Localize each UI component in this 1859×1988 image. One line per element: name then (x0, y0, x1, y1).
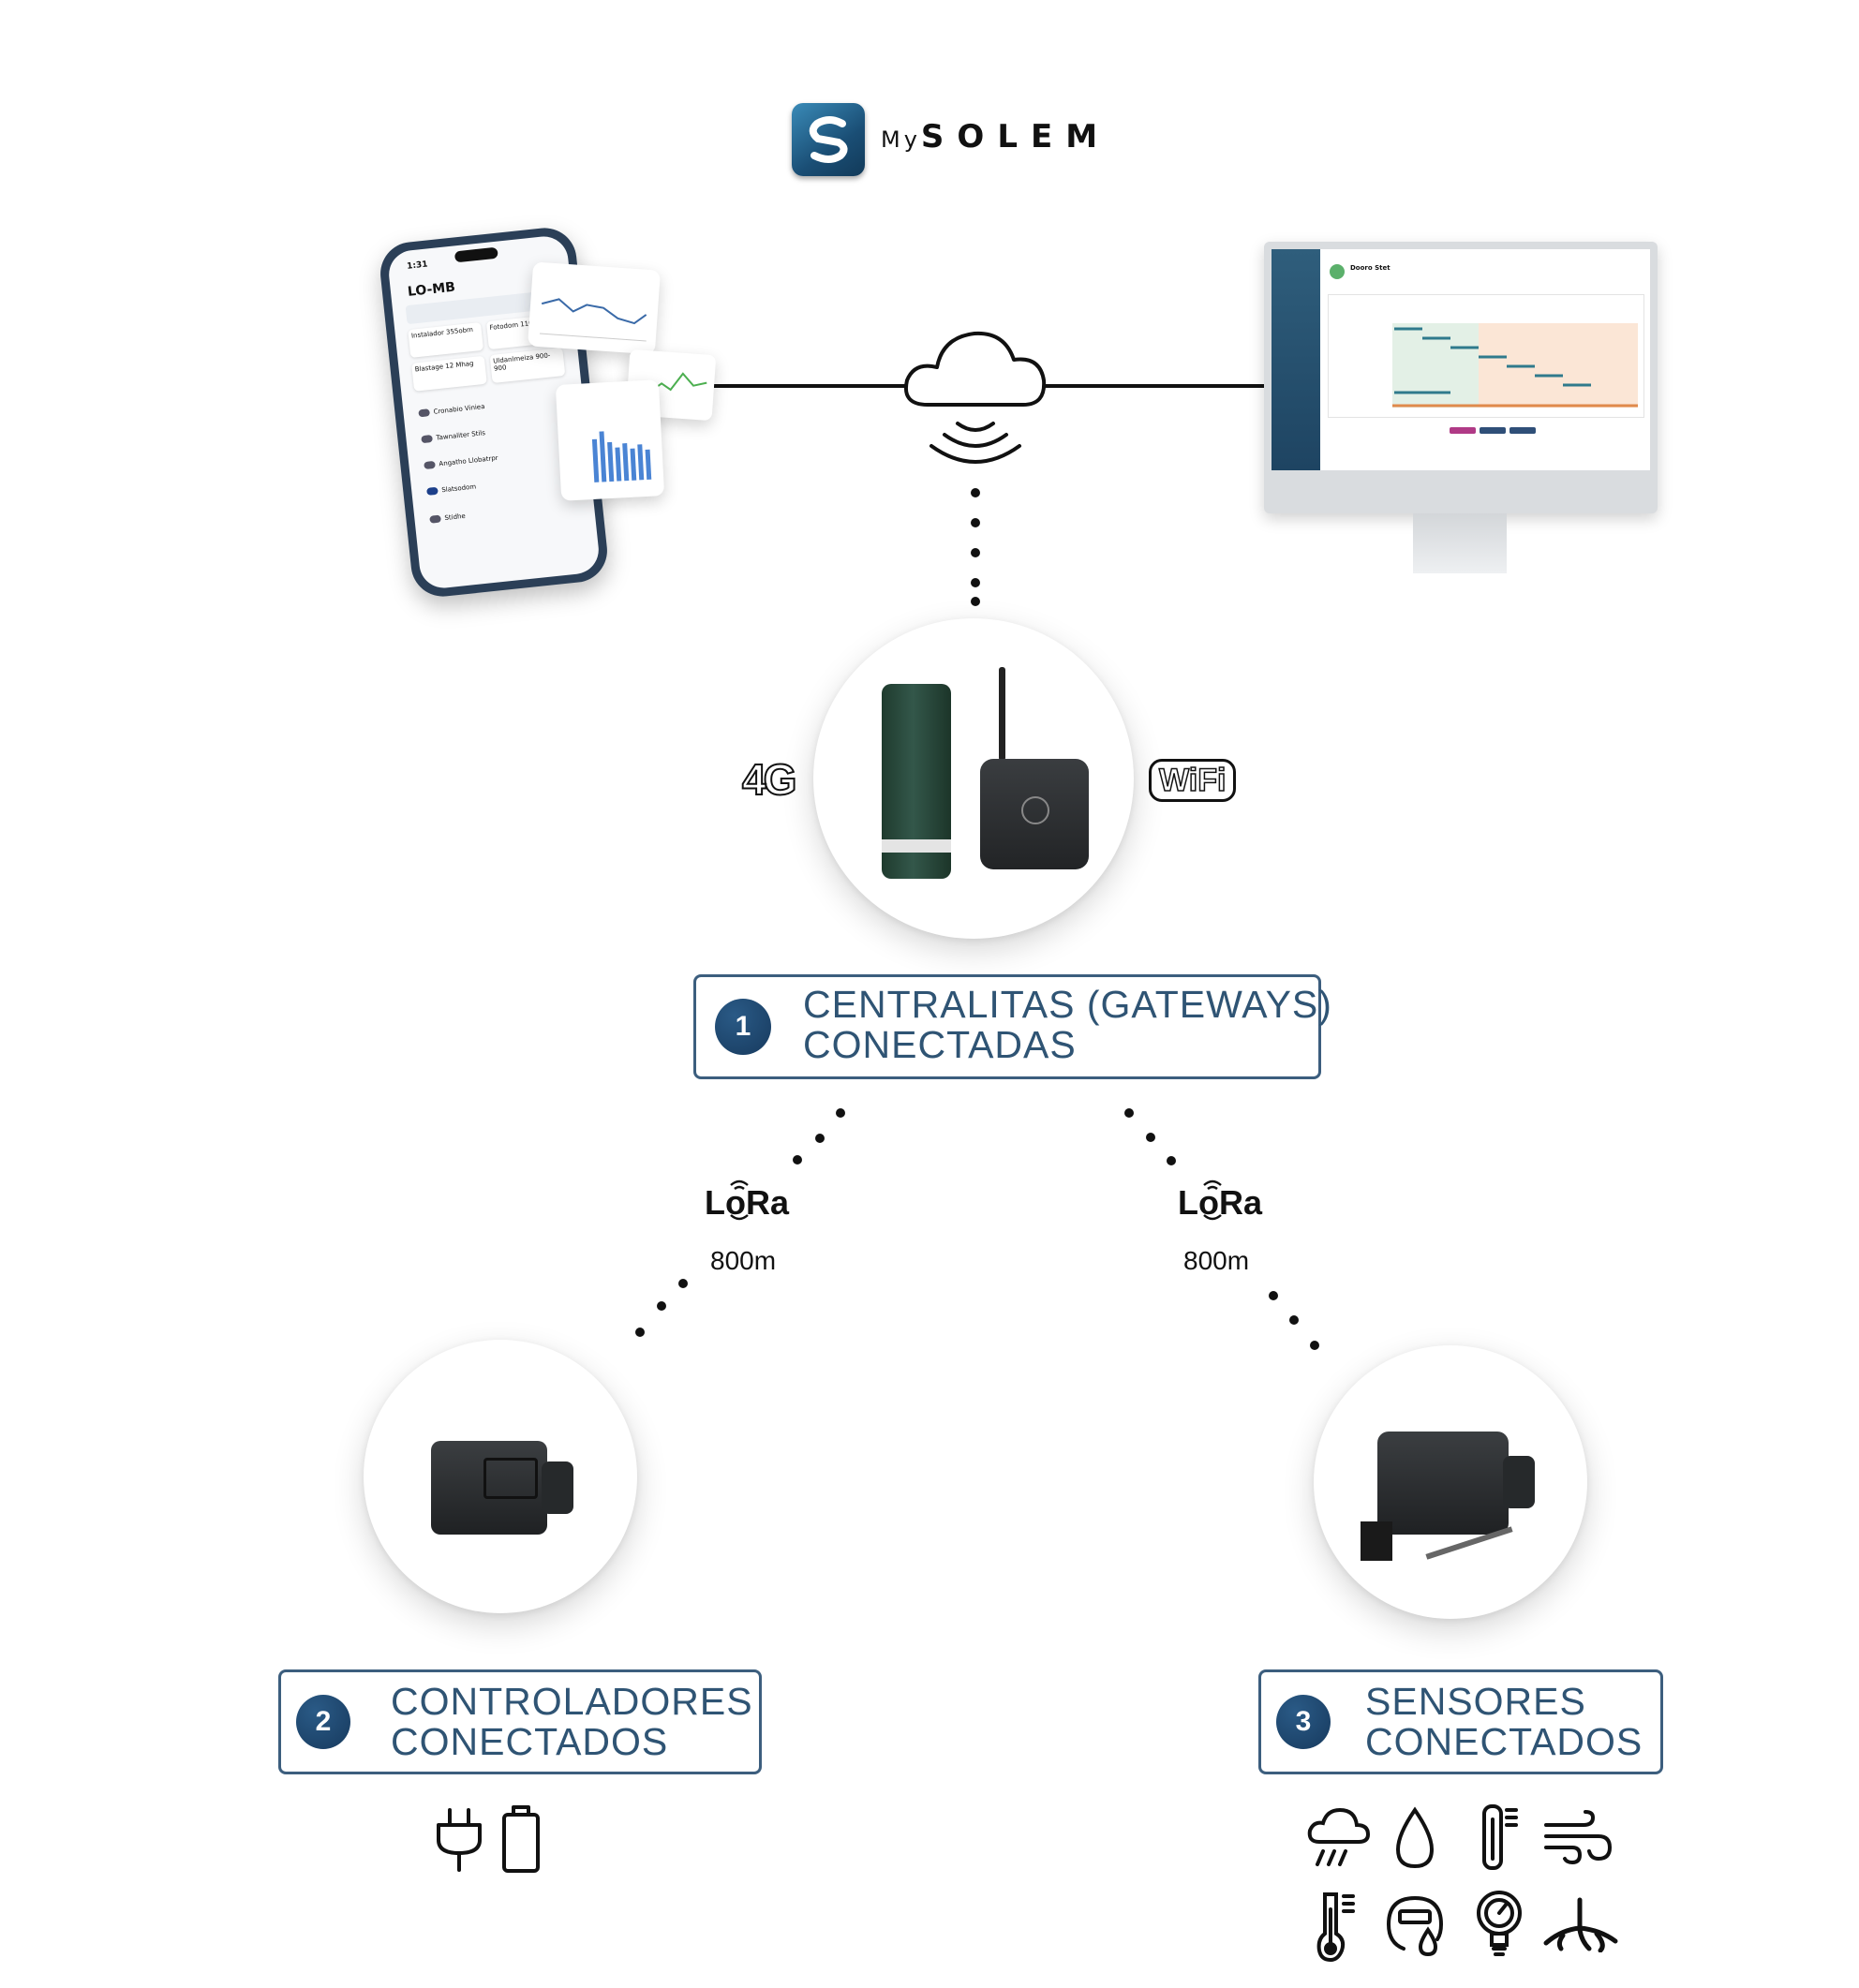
device-band (882, 839, 951, 853)
lora-range-left: 800m (710, 1246, 777, 1275)
phone-card[interactable]: Uldanlmeiza 900-900 (489, 347, 566, 383)
sensors-label-line1: SENSORES (1365, 1680, 1586, 1723)
wifi-antenna (999, 667, 1005, 761)
soil-root-icon (1543, 1897, 1618, 1952)
signal-waves-icon (930, 422, 1021, 464)
desktop-button[interactable] (1480, 427, 1506, 434)
lora-signal-icon (1203, 1179, 1222, 1221)
controllers-label: 2 CONTROLADORES CONECTADOS (278, 1669, 762, 1774)
battery-icon (502, 1805, 540, 1873)
cloud-gateway-dots (971, 488, 980, 606)
desktop-sidebar (1272, 249, 1320, 470)
mobile-app-mockup: 1:31 LO-MB Instalador 355obm Fotodom 110… (377, 225, 733, 600)
gateways-label-line2: CONECTADAS (803, 1023, 1077, 1066)
lora-label: LoRa (705, 1183, 789, 1222)
sensors-label-line2: CONECTADOS (1365, 1720, 1643, 1763)
step-number-badge: 2 (296, 1695, 350, 1749)
phone-card[interactable]: Instalador 355obm (408, 321, 484, 358)
desktop-monitor: Dooro Stet (1264, 242, 1658, 513)
toggle-icon (421, 435, 433, 444)
toggle-icon (424, 460, 436, 470)
brand-name: MySOLEM (881, 118, 1110, 156)
water-drop-icon (1395, 1806, 1435, 1869)
cloud-icon (904, 331, 1047, 407)
phone-card[interactable]: Blastage 12 Mhag (411, 355, 487, 392)
temperature-icon (1316, 1892, 1355, 1963)
gateway-controller-dots (635, 1108, 845, 1337)
gateway-4g-device (882, 684, 951, 879)
lora-link-left: LoRa (705, 1176, 795, 1222)
lora-signal-icon (730, 1179, 749, 1221)
phone-list-item[interactable]: Cronabio Viniea (433, 402, 485, 416)
step-number-badge: 3 (1276, 1695, 1331, 1749)
gateway-circle (813, 618, 1134, 939)
plug-icon (437, 1808, 482, 1872)
cellular-badge: 4G (741, 754, 797, 805)
step-number-badge: 1 (715, 999, 771, 1055)
gateway-sensor-dots (1124, 1108, 1319, 1350)
sensor-circle (1314, 1345, 1587, 1619)
brand-prefix: My (881, 126, 921, 153)
sensors-label: 3 SENSORES CONECTADOS (1258, 1669, 1663, 1774)
phone-notch (454, 246, 498, 263)
gateway-wifi-device (980, 759, 1089, 869)
desktop-screen: Dooro Stet (1272, 249, 1650, 470)
gateways-label: 1 CENTRALITAS (GATEWAYS) CONECTADAS (693, 974, 1331, 1079)
desktop-button[interactable] (1510, 427, 1536, 434)
phone-list-item[interactable]: Angatho Llobatrpr (439, 453, 498, 468)
sensor-bracket (1361, 1521, 1392, 1561)
device-panel (483, 1458, 538, 1499)
rain-icon (1307, 1807, 1371, 1866)
pressure-gauge-icon (1477, 1891, 1522, 1956)
floating-bar-chart (555, 379, 665, 501)
toggle-icon (429, 514, 441, 524)
phone-list-item[interactable]: Slatsodom (440, 482, 477, 495)
solem-logo-icon (792, 103, 865, 176)
phone-time: 1:31 (406, 260, 429, 272)
device-logo-icon (1021, 796, 1049, 824)
toggle-icon (418, 408, 431, 418)
phone-list-item[interactable]: Stidhe (444, 512, 467, 523)
phone-app-title: LO-MB (407, 279, 456, 300)
wifi-label: WiFi (1158, 762, 1227, 799)
floating-line-chart (528, 261, 661, 355)
wind-icon (1544, 1810, 1613, 1865)
desktop-button[interactable] (1450, 427, 1476, 434)
gateways-label-line1: CENTRALITAS (GATEWAYS) (803, 983, 1332, 1026)
controller-connector (542, 1461, 573, 1514)
controller-device (431, 1441, 547, 1535)
sensor-device (1377, 1432, 1509, 1535)
desktop-gantt-panel (1328, 294, 1644, 418)
desktop-app-title: Dooro Stet (1350, 264, 1391, 272)
lora-link-right: LoRa (1178, 1176, 1268, 1222)
flow-meter-icon (1386, 1895, 1444, 1957)
desktop-app-logo-icon (1330, 264, 1345, 279)
lora-label: LoRa (1178, 1183, 1262, 1222)
wifi-badge: WiFi (1149, 759, 1237, 802)
lora-range-right: 800m (1183, 1246, 1250, 1275)
controller-circle (364, 1340, 637, 1613)
cellular-label: 4G (741, 754, 797, 805)
sensor-connector (1503, 1456, 1535, 1508)
controllers-label-line1: CONTROLADORES (391, 1680, 753, 1723)
monitor-stand (1413, 513, 1507, 573)
toggle-icon (426, 486, 439, 496)
thermometer-icon (1482, 1804, 1518, 1870)
phone-list-item[interactable]: Tawnaliter Stils (436, 429, 486, 442)
controllers-label-line2: CONECTADOS (391, 1720, 669, 1763)
brand-wordmark: SOLEM (920, 118, 1111, 156)
